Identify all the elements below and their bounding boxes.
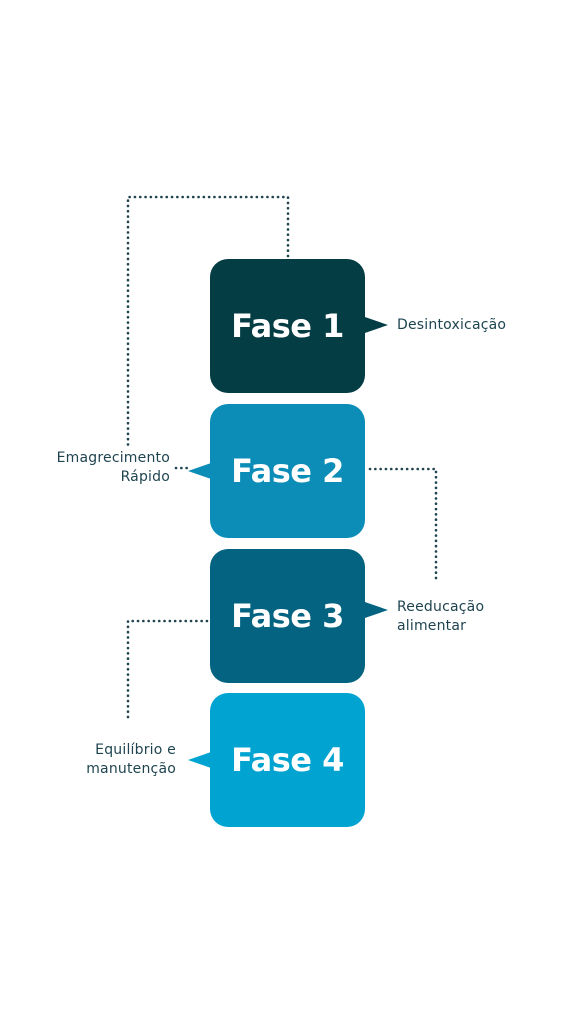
phase-2-label: Emagrecimento Rápido xyxy=(57,449,170,487)
phase-3-label: Reeducação alimentar xyxy=(397,598,484,636)
phase-3-pointer xyxy=(362,601,388,619)
phase-2-label-line-2: Rápido xyxy=(120,469,170,485)
phase-1-box: Fase 1 xyxy=(210,259,365,393)
phase-3-label-line-1: Reeducação xyxy=(397,599,485,615)
phase-1-title: Fase 1 xyxy=(231,307,344,345)
phase-4-title: Fase 4 xyxy=(231,741,344,779)
phase-2-label-line-1: Emagrecimento xyxy=(56,450,170,466)
phase-1-pointer xyxy=(362,316,388,334)
phase-3-label-line-2: alimentar xyxy=(397,618,467,634)
phase-3-title: Fase 3 xyxy=(231,597,344,635)
phase-4-label: Equilíbrio e manutenção xyxy=(86,741,176,779)
phase-2-pointer xyxy=(188,462,214,480)
phase-4-label-line-2: manutenção xyxy=(86,761,176,777)
connector-phase3-to-phase4-label xyxy=(126,619,209,724)
phase-2-title: Fase 2 xyxy=(231,452,344,490)
phase-4-pointer xyxy=(188,751,214,769)
connector-phase1-to-phase2-label xyxy=(126,195,290,447)
phase-1-label: Desintoxicação xyxy=(397,316,506,335)
phase-4-box: Fase 4 xyxy=(210,693,365,827)
phase-1-label-line-1: Desintoxicação xyxy=(397,317,507,333)
phase-3-box: Fase 3 xyxy=(210,549,365,683)
phase-2-box: Fase 2 xyxy=(210,404,365,538)
phase-4-label-line-1: Equilíbrio e xyxy=(95,742,176,758)
connector-phase2-to-phase3-label xyxy=(368,467,438,582)
